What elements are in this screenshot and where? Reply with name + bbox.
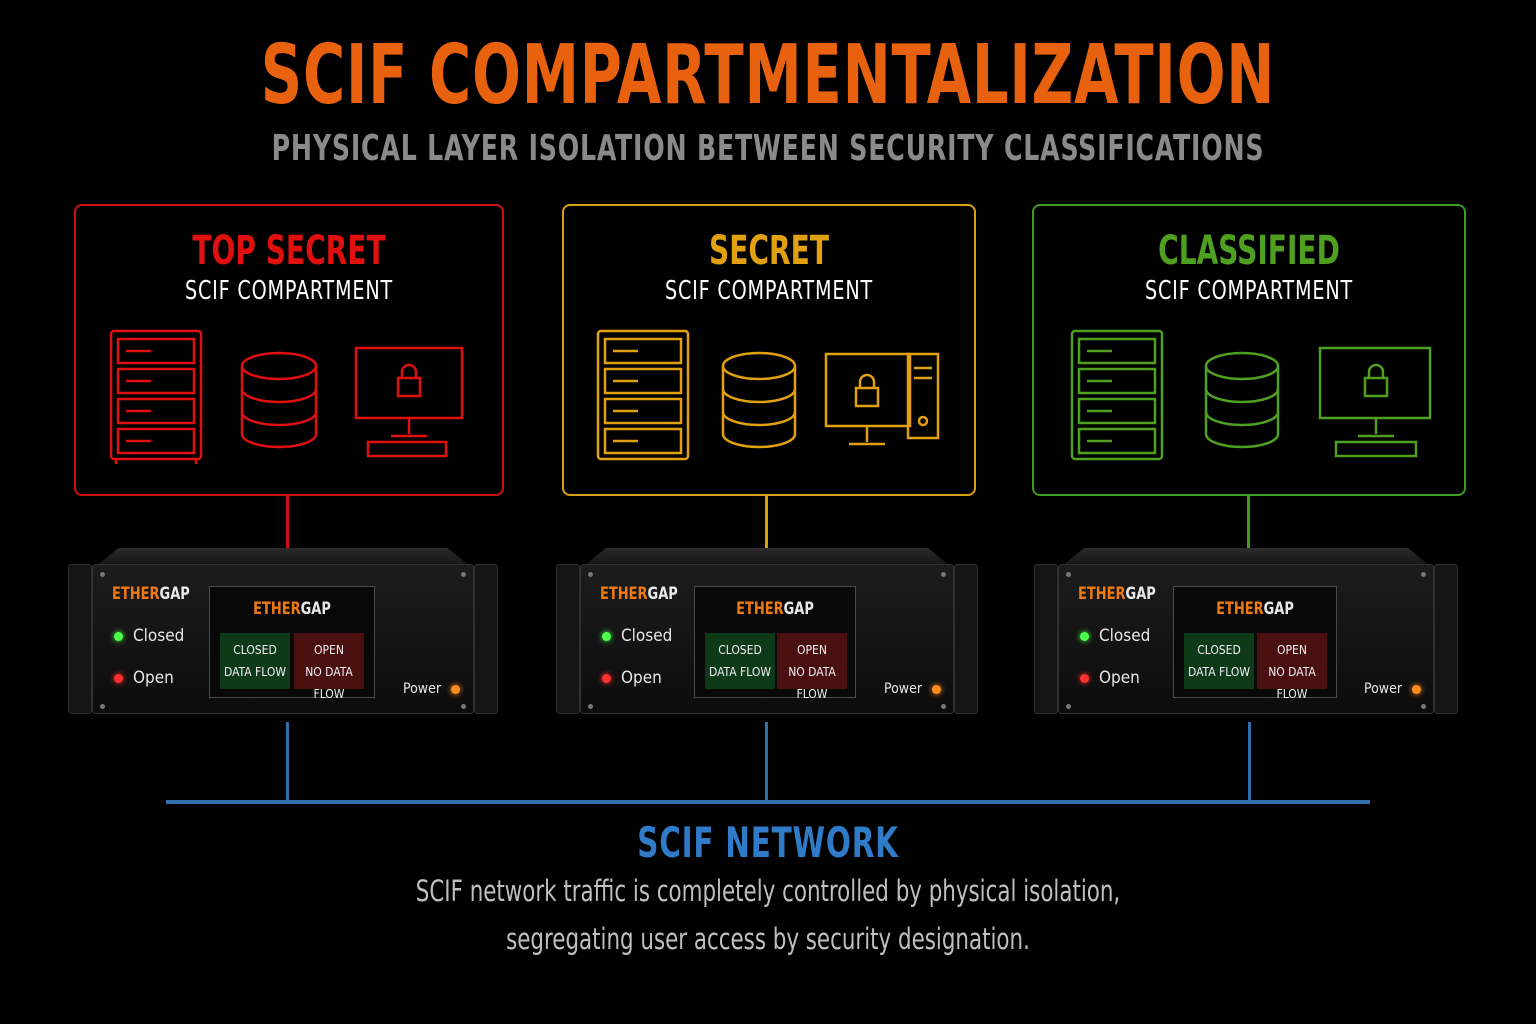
compartment-secret: SECRET SCIF COMPARTMENT bbox=[562, 204, 976, 496]
network-description-line-1: SCIF network traffic is completely contr… bbox=[415, 874, 1121, 908]
locked-workstation-icon bbox=[824, 352, 940, 446]
locked-workstation-icon bbox=[354, 346, 464, 458]
compartment-label: SCIF COMPARTMENT bbox=[184, 276, 394, 306]
server-rack-icon bbox=[596, 329, 690, 461]
compartment-title: SECRET bbox=[709, 228, 829, 274]
network-bus bbox=[166, 800, 1370, 804]
database-icon bbox=[240, 351, 318, 449]
page-title: SCIF COMPARTMENTALIZATION bbox=[260, 28, 1276, 123]
compartment-icons bbox=[109, 329, 464, 464]
compartment-icons bbox=[596, 329, 940, 461]
network-drop-2 bbox=[765, 722, 768, 802]
compartment-title: TOP SECRET bbox=[192, 228, 386, 274]
network-drop-3 bbox=[1248, 722, 1251, 802]
locked-workstation-icon bbox=[1318, 346, 1432, 458]
compartment-top-secret: TOP SECRET SCIF COMPARTMENT bbox=[74, 204, 504, 496]
led-open: Open bbox=[602, 668, 662, 688]
network-description-line-2: segregating user access by security desi… bbox=[506, 922, 1030, 956]
compartment-icons bbox=[1070, 329, 1432, 461]
led-open: Open bbox=[1080, 668, 1140, 688]
connector-classified bbox=[1247, 496, 1250, 548]
server-rack-icon bbox=[1070, 329, 1164, 461]
database-icon bbox=[721, 351, 797, 449]
compartment-classified: CLASSIFIED SCIF COMPARTMENT bbox=[1032, 204, 1466, 496]
compartment-label: SCIF COMPARTMENT bbox=[1144, 276, 1354, 306]
led-open: Open bbox=[114, 668, 174, 688]
brand-logo: ETHERGAP bbox=[1078, 584, 1156, 604]
power-indicator: Power bbox=[403, 681, 470, 697]
led-closed: Closed bbox=[602, 626, 672, 646]
network-drop-1 bbox=[286, 722, 289, 802]
connector-secret bbox=[765, 496, 768, 548]
compartment-label: SCIF COMPARTMENT bbox=[664, 276, 874, 306]
compartment-title: CLASSIFIED bbox=[1158, 228, 1340, 274]
power-indicator: Power bbox=[884, 681, 951, 697]
connector-top-secret bbox=[286, 496, 289, 548]
led-closed: Closed bbox=[1080, 626, 1150, 646]
network-title: SCIF NETWORK bbox=[637, 818, 899, 867]
server-rack-icon bbox=[109, 329, 203, 464]
database-icon bbox=[1204, 351, 1280, 449]
power-indicator: Power bbox=[1364, 681, 1431, 697]
led-closed: Closed bbox=[114, 626, 184, 646]
brand-logo: ETHERGAP bbox=[600, 584, 678, 604]
brand-logo: ETHERGAP bbox=[112, 584, 190, 604]
page-subtitle: PHYSICAL LAYER ISOLATION BETWEEN SECURIT… bbox=[271, 128, 1265, 169]
